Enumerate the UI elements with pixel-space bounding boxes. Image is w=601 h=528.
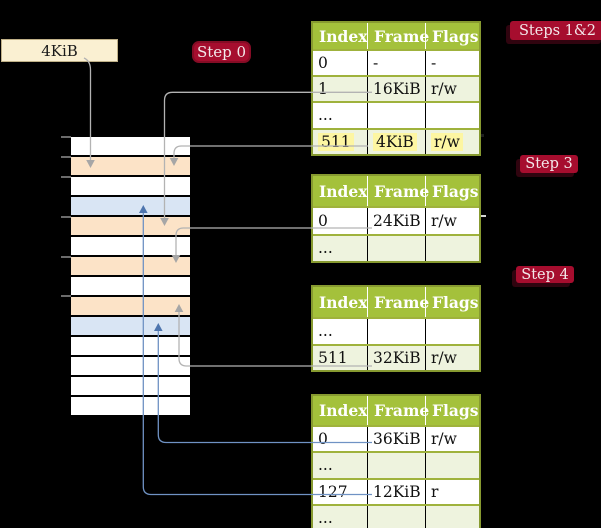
column-header-frame: Frame [367,287,429,317]
table-row: 0 -- [313,49,479,76]
table-cell [367,235,425,261]
highlighted-value: 511 [318,132,354,151]
table-row: ... [313,317,479,344]
table-cell: 0 [318,430,328,449]
frame-row-24kib [71,257,190,277]
table-cell: r/w [425,208,479,234]
frame-row-0kib [71,137,190,157]
memory-tick [61,136,71,138]
memory-tick [61,215,71,218]
table-cell: r/w [425,345,479,370]
badge-step-4: Step 4 [516,266,574,283]
table-cell: 4KiB [367,129,425,154]
table-cell [425,235,479,261]
table-cell: 511 [313,130,367,154]
frame-row-8kib [71,177,190,197]
column-header-flags: Flags [425,176,479,206]
memory-tick [61,255,71,258]
table-cell: 0 [318,54,328,73]
frame-row-4kib [71,157,190,177]
table-cell: r/w [425,427,479,452]
table-cell: r [425,479,479,504]
column-header-frame: Frame [367,23,429,49]
table-row: ... [313,101,479,128]
table-cell: 1 [318,80,328,99]
column-header-frame: Frame [367,176,429,206]
highlighted-value: 4KiB [373,132,417,151]
column-header-frame: Frame [367,396,429,425]
frame-row-16kib [71,217,190,237]
table-cell [425,505,479,528]
table-cell [425,319,479,344]
table-cell: - [425,51,479,76]
column-header-index: Index [319,26,368,46]
column-header-index: Index [319,181,368,201]
table-cell: ... [318,106,333,125]
physical-memory-column [71,137,190,415]
table-cell: 511 [318,348,348,367]
table-cell: 12KiB [367,479,425,504]
table-cell [425,103,479,128]
column-header-flags: Flags [425,287,479,317]
table-cell: ... [318,239,333,258]
table-row: ... [313,233,479,261]
table-row: ... [313,503,479,528]
memory-tick [61,156,71,158]
table-cell: ... [318,508,333,527]
frame-row-44kib [71,357,190,377]
frame-row-12kib [71,197,190,217]
table-cell: ... [318,322,333,341]
badge-step-0: Step 0 [192,41,251,63]
table-cell: r/w [425,77,479,102]
table-cell [425,453,479,478]
frame-row-20kib [71,237,190,257]
table-cell: 16KiB [367,77,425,102]
frame-row-40kib [71,337,190,357]
frame-row-32kib [71,297,190,317]
frame-row-36kib [71,317,190,337]
memory-tick [61,175,71,178]
badge-steps-1-2: Steps 1&2 [510,21,601,40]
memory-tick [61,295,71,297]
table-cell [367,453,425,478]
table-cell [367,319,425,344]
table-cell: 36KiB [367,427,425,452]
row-stub-mark [480,214,486,217]
frame-row-52kib [71,397,190,415]
frame-size-box: 4KiB [1,39,118,62]
column-header-flags: Flags [425,396,479,425]
table-cell [367,505,425,528]
frame-size-label: 4KiB [41,41,78,60]
table-cell: r/w [425,129,479,154]
table-row: ... [313,451,479,478]
badge-step-3: Step 3 [520,155,578,173]
table-row: 511 4KiB r/w [313,127,479,154]
table-cell: 24KiB [367,208,425,234]
table-cell: 127 [318,482,348,501]
column-header-index: Index [319,401,368,420]
frame-row-28kib [71,277,190,297]
table-cell [367,103,425,128]
frame-row-48kib [71,377,190,397]
column-header-index: Index [319,292,368,312]
table-cell: ... [318,456,333,475]
table-cell: 0 [318,211,328,230]
highlighted-value: r/w [431,132,463,151]
column-header-flags: Flags [425,23,479,49]
table-cell: 32KiB [367,345,425,370]
table-cell: - [367,51,425,76]
